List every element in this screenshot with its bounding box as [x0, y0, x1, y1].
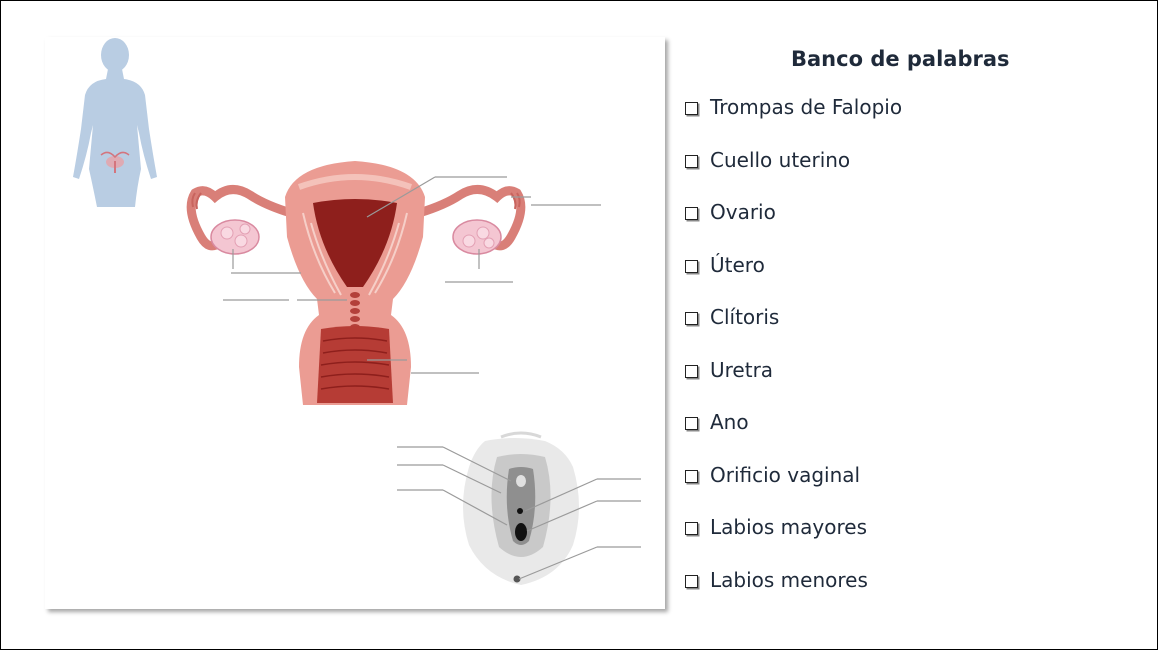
- word-bank-item-label: Uretra: [710, 357, 774, 382]
- word-bank-item-utero: Útero: [685, 253, 902, 306]
- anatomy-diagram-panel: [45, 37, 665, 609]
- empty-checkbox-icon: [685, 312, 698, 325]
- word-bank-item-uretra: Uretra: [685, 358, 902, 411]
- empty-checkbox-icon: [685, 469, 698, 483]
- word-bank-item-label: Labios menores: [710, 567, 868, 592]
- empty-checkbox-icon: [685, 207, 698, 220]
- word-bank-item-label: Labios mayores: [710, 515, 867, 539]
- word-bank-item-label: Trompas de Falopio: [710, 95, 903, 119]
- word-bank-item-orificio: Orificio vaginal: [685, 463, 902, 516]
- word-bank-item-label: Ovario: [710, 200, 776, 224]
- empty-checkbox-icon: [685, 522, 698, 535]
- word-bank-item-label: Clítoris: [710, 305, 780, 329]
- empty-checkbox-icon: [685, 417, 698, 430]
- external-genitalia-illustration: [463, 431, 579, 585]
- word-bank-item-trompas: Trompas de Falopio: [685, 95, 902, 148]
- word-bank-item-ovario: Ovario: [685, 200, 902, 253]
- word-bank-item-label: Útero: [710, 252, 765, 277]
- uterus-illustration: [186, 161, 526, 405]
- empty-checkbox-icon: [685, 102, 698, 115]
- empty-checkbox-icon: [685, 154, 698, 168]
- word-bank-item-label: Cuello uterino: [710, 147, 851, 172]
- anatomy-diagram: [73, 38, 641, 585]
- word-bank-item-label: Orificio vaginal: [710, 462, 861, 487]
- empty-checkbox-icon: [685, 259, 698, 273]
- word-bank-item-clitoris: Clítoris: [685, 305, 902, 358]
- word-bank-title: Banco de palabras: [791, 47, 1010, 71]
- word-bank-item-labios-mayores: Labios mayores: [685, 515, 902, 568]
- external-label-lines: [397, 446, 641, 580]
- word-bank-item-label: Ano: [710, 410, 749, 434]
- word-bank-item-ano: Ano: [685, 410, 902, 463]
- word-bank-item-labios-menores: Labios menores: [685, 568, 902, 621]
- empty-checkbox-icon: [685, 364, 698, 378]
- word-bank-list: Trompas de Falopio Cuello uterino Ovario…: [685, 95, 902, 620]
- internal-label-lines: [223, 176, 601, 374]
- word-bank-item-cuello: Cuello uterino: [685, 148, 902, 201]
- empty-checkbox-icon: [685, 574, 698, 588]
- body-silhouette-icon: [73, 38, 157, 207]
